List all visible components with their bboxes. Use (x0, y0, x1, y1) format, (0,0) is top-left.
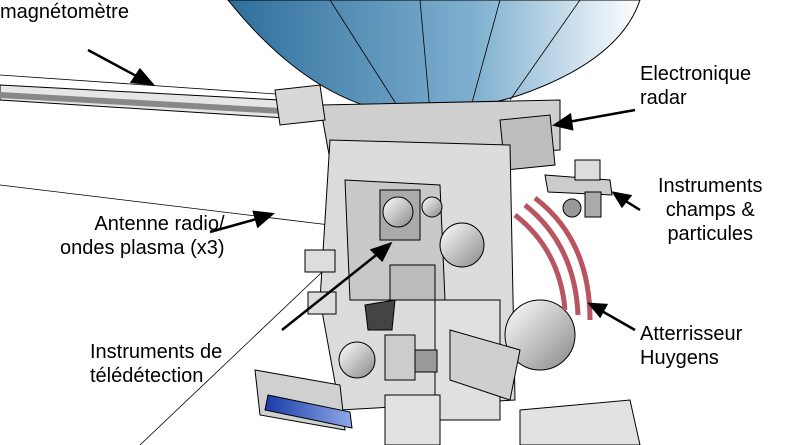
pointer-arrows (87, 48, 641, 332)
label-line: Instruments (658, 175, 763, 197)
label-remote-sensing: Instruments de télédétection (90, 340, 222, 388)
label-radio-antenna: Antenne radio/ ondes plasma (x3) (60, 212, 225, 260)
label-magnetometer: magnétomètre (0, 1, 129, 23)
label-line: radar (640, 87, 687, 109)
spacecraft-body (254, 84, 641, 445)
label-line: Atterrisseur (640, 323, 743, 345)
label-line: Instruments de (90, 341, 223, 363)
label-line: champs & (665, 199, 755, 221)
label-line: Huygens (640, 347, 719, 369)
label-fields-particles: Instruments champs & particules (658, 174, 762, 246)
label-huygens: Atterrisseur Huygens (640, 322, 742, 370)
huygens-probe-shield (513, 196, 593, 321)
label-radar-electronics: Electronique radar (640, 62, 751, 110)
label-line: particules (667, 223, 754, 245)
label-line: télédétection (90, 365, 204, 387)
label-line: ondes plasma (x3) (60, 237, 225, 259)
antenna-lines (0, 74, 341, 445)
label-line: Antenne radio/ (94, 213, 225, 235)
label-line: Electronique (640, 63, 752, 85)
blue-panel (264, 394, 353, 429)
